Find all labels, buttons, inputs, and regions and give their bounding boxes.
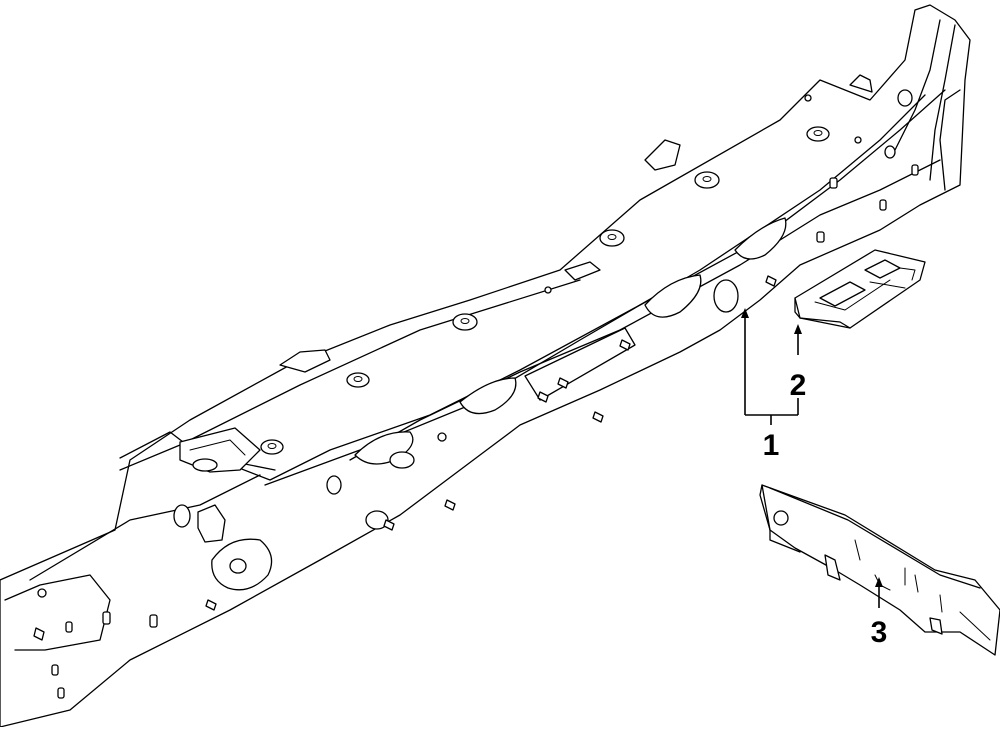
studs [33,275,777,641]
callout-2: 2 [790,369,807,402]
small-holes [37,89,919,699]
bolt-heads [260,126,830,455]
bracket-part-2 [794,249,926,329]
callout-leaders [741,308,883,608]
callout-3: 3 [871,616,888,649]
side-openings [173,217,787,591]
rail-assembly [0,4,971,728]
callout-1: 1 [763,429,780,462]
reinforcement-part-3 [759,484,1000,656]
